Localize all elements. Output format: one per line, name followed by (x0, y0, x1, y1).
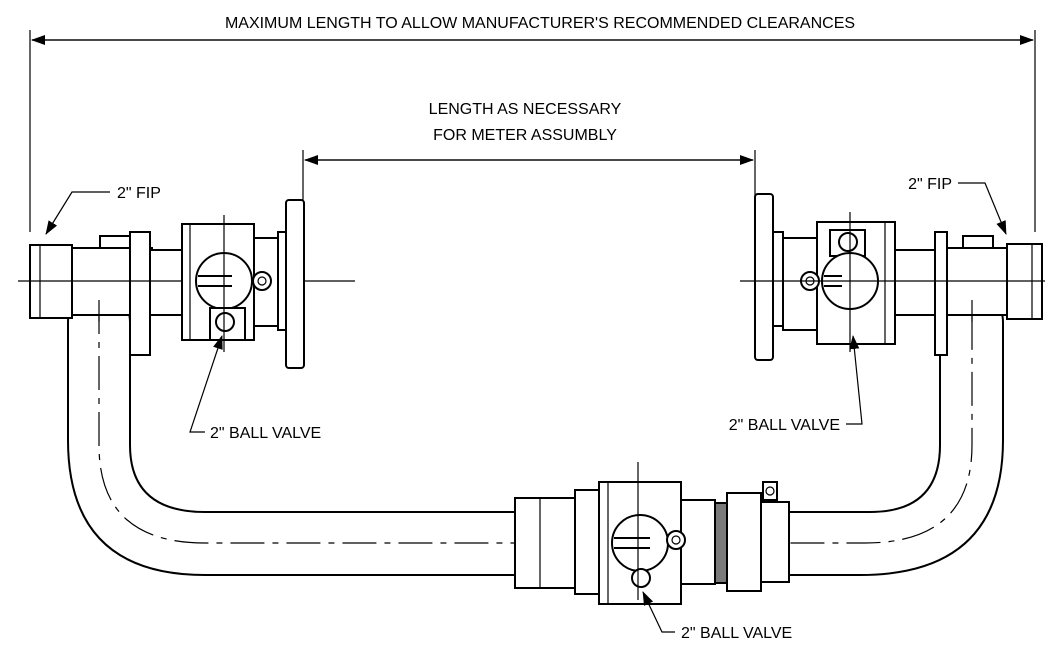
callout-fip-right: 2" FIP (908, 176, 1007, 235)
callout-fip-left: 2" FIP (45, 185, 161, 235)
fip-right-label: 2" FIP (908, 176, 952, 193)
bottom-ball-valve (514, 462, 790, 605)
fip-left-label: 2" FIP (117, 185, 161, 202)
right-ball-valve (782, 212, 896, 352)
left-ball-valve (181, 215, 279, 352)
overall-length-label: MAXIMUM LENGTH TO ALLOW MANUFACTURER'S R… (225, 15, 855, 32)
ball-valve-right-label: 2" BALL VALVE (729, 417, 840, 434)
left-tee-fitting (18, 231, 355, 356)
overall-dimension: MAXIMUM LENGTH TO ALLOW MANUFACTURER'S R… (29, 15, 1036, 232)
right-tee-fitting (740, 231, 1045, 356)
gasket (714, 502, 728, 584)
meter-length-label-line2: FOR METER ASSUMBLY (433, 127, 617, 144)
callout-ball-valve-right: 2" BALL VALVE (729, 335, 863, 434)
ball-valve-left-label: 2" BALL VALVE (210, 425, 321, 442)
left-flange (277, 199, 305, 369)
meter-dimension: LENGTH AS NECESSARY FOR METER ASSUMBLY (302, 101, 756, 212)
ball-valve-bottom-label: 2" BALL VALVE (681, 625, 792, 642)
right-flange (754, 193, 784, 361)
callout-ball-valve-left: 2" BALL VALVE (189, 335, 321, 442)
meter-length-label-line1: LENGTH AS NECESSARY (429, 101, 622, 118)
callout-ball-valve-bottom: 2" BALL VALVE (642, 591, 792, 642)
